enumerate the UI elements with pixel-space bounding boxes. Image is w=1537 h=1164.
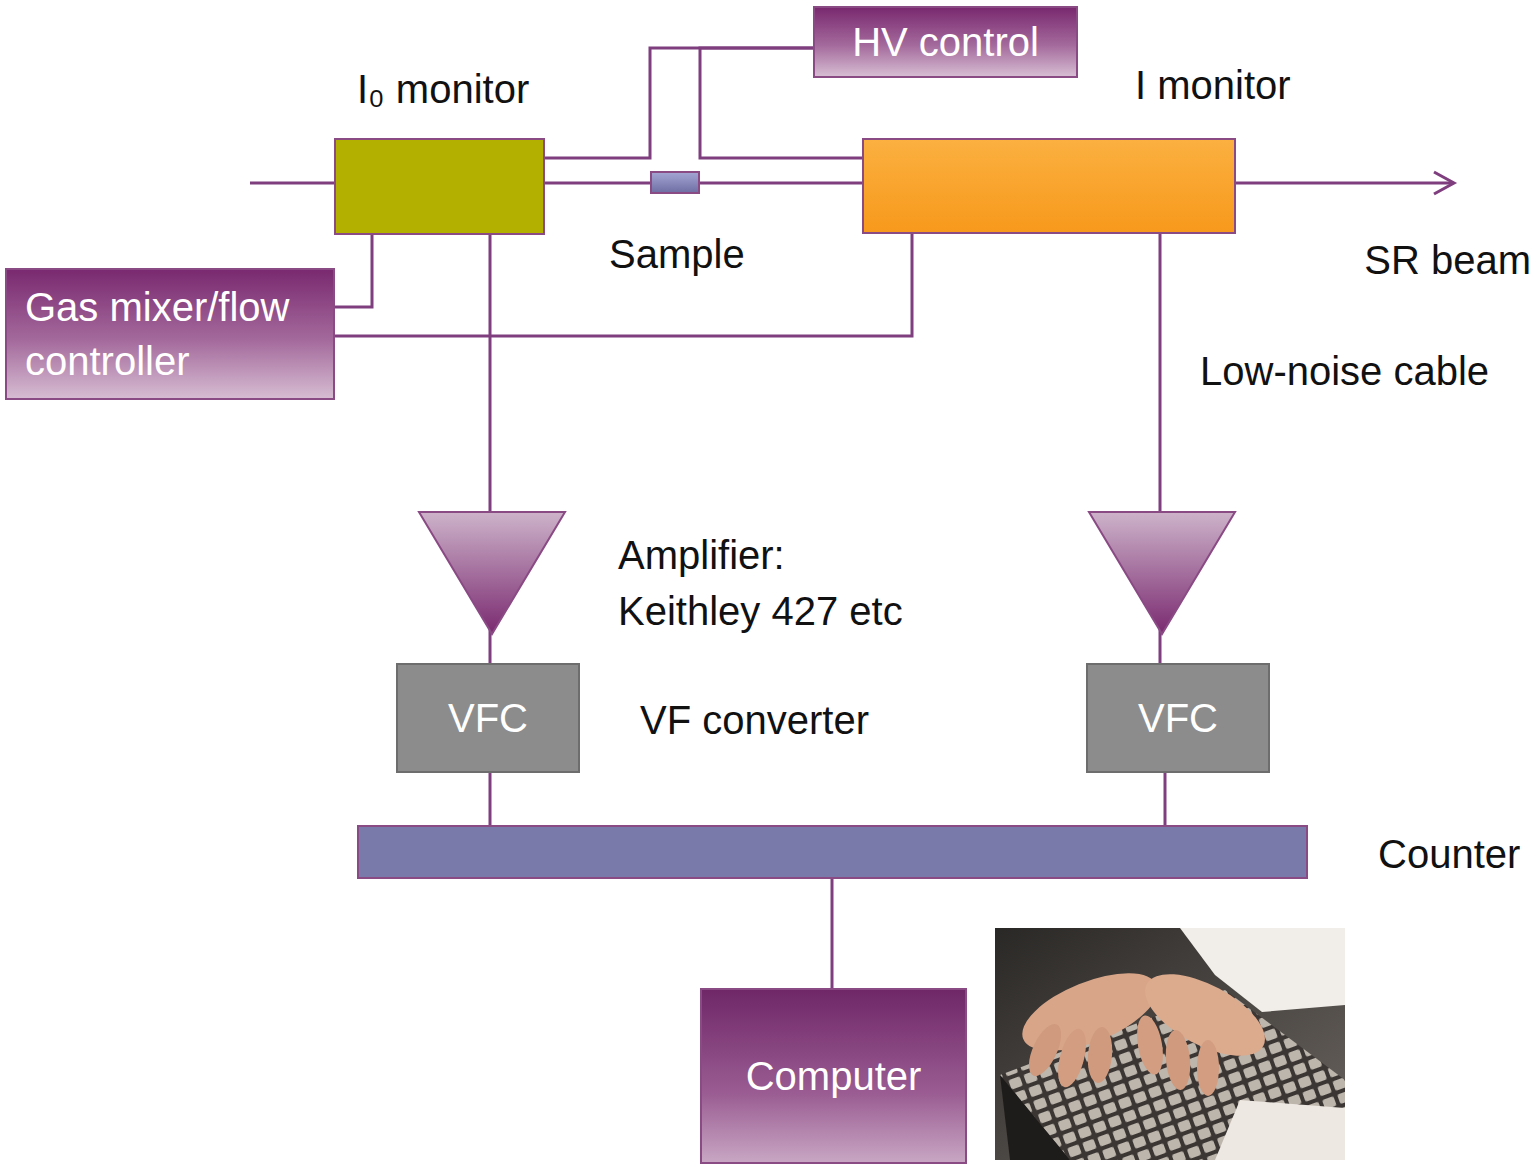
- node-label: VFC: [448, 695, 528, 741]
- cable-label: Low-noise cable: [1200, 343, 1489, 399]
- beam-line: [1236, 182, 1452, 185]
- connector-line: [545, 48, 813, 158]
- beam-arrowhead: [1434, 172, 1454, 194]
- connector-line: [545, 182, 650, 185]
- controller-box: Gas mixer/flow controller: [5, 268, 335, 400]
- converter-box: VFC: [1086, 663, 1270, 773]
- amplifier-symbol: [1089, 512, 1235, 634]
- node-label: Gas mixer/flow controller: [25, 280, 321, 388]
- amplifier-label: Amplifier: Keithley 427 etc: [618, 527, 938, 639]
- converter-label: VF converter: [640, 692, 869, 748]
- connector-line: [700, 182, 862, 185]
- connector-line: [489, 773, 492, 825]
- beam-label: SR beam: [1364, 232, 1531, 288]
- connector-line: [1164, 773, 1167, 825]
- node-heading: Counter: [1378, 831, 1520, 877]
- node-label: HV control: [852, 19, 1039, 65]
- monitor-chamber: I monitor: [862, 138, 1236, 234]
- amplifier-symbol: [419, 512, 565, 634]
- counter-bar: Counter: [357, 825, 1308, 879]
- control-box: HV control: [813, 6, 1078, 78]
- node-label: VFC: [1138, 695, 1218, 741]
- beam-line: [250, 182, 334, 185]
- sample-holder: Sample: [650, 171, 700, 194]
- node-heading: Sample: [609, 231, 745, 277]
- node-heading: I₀ monitor: [357, 66, 529, 112]
- keyboard-photo: [995, 928, 1345, 1160]
- connector-line: [831, 879, 834, 988]
- monitor-chamber: I₀ monitor: [334, 138, 545, 235]
- connector-line: [335, 235, 372, 307]
- converter-box: VFC: [396, 663, 580, 773]
- node-heading: I monitor: [1135, 62, 1291, 108]
- computer-box: Computer: [700, 988, 967, 1164]
- node-label: Computer: [746, 1053, 922, 1099]
